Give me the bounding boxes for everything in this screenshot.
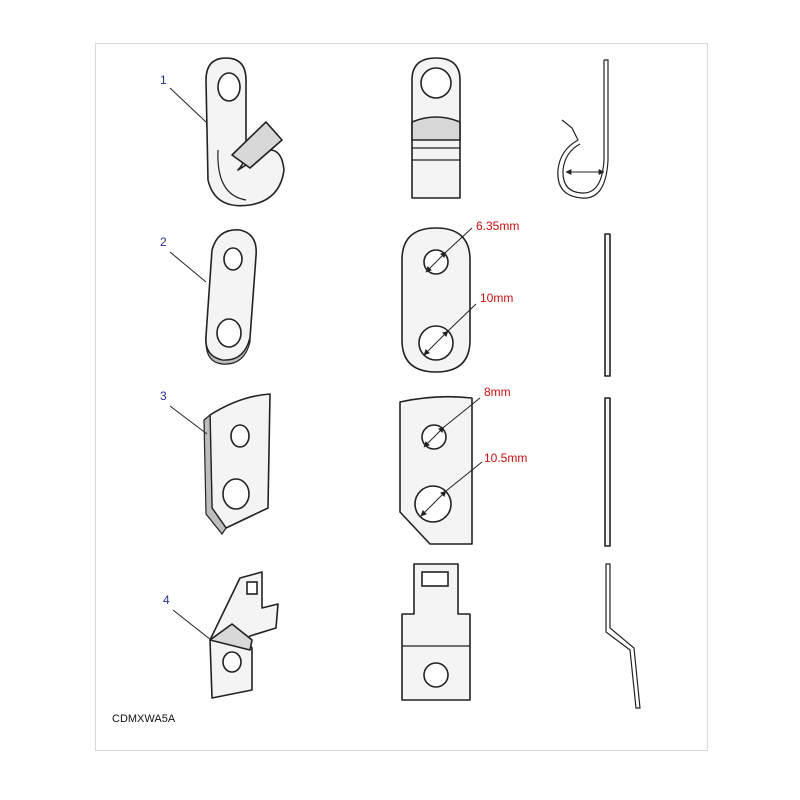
dimension-label-8mm: 8mm (484, 385, 511, 399)
svg-text:1: 1 (160, 73, 167, 87)
callout-2: 2 (160, 235, 207, 283)
clip-4-perspective (209, 571, 279, 699)
clip-1-side-view (557, 59, 609, 199)
callout-1: 1 (160, 73, 207, 123)
dimension-label-6-35mm: 6.35mm (476, 219, 519, 233)
svg-text:2: 2 (160, 235, 167, 249)
clip-3-perspective (203, 393, 271, 536)
clip-2-perspective (205, 229, 257, 365)
dimension-label-10mm: 10mm (480, 291, 513, 305)
clip-2-front-view (401, 227, 477, 373)
callout-3: 3 (160, 389, 208, 435)
clip-3-front-view (399, 395, 483, 545)
clip-2-side-view (604, 233, 611, 377)
clip-1-front-view (411, 57, 461, 199)
callout-4: 4 (163, 593, 212, 641)
clip-4-front-view (401, 563, 471, 701)
dimension-label-10-5mm: 10.5mm (484, 451, 527, 465)
reference-code: CDMXWA5A (112, 713, 176, 725)
clip-3-side-view (604, 397, 611, 547)
svg-text:3: 3 (160, 389, 167, 403)
svg-text:4: 4 (163, 593, 170, 607)
clip-1-perspective (205, 57, 285, 207)
clip-4-side-view (605, 563, 641, 709)
